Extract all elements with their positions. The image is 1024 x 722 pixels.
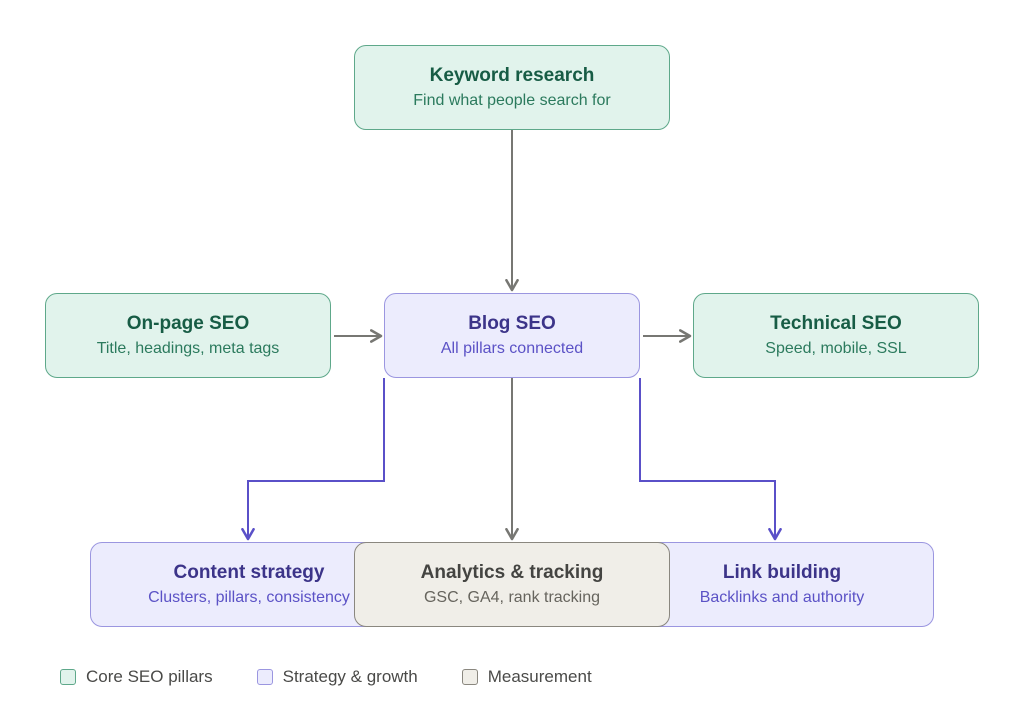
node-title: Analytics & tracking — [420, 561, 604, 583]
node-subtitle: Speed, mobile, SSL — [765, 339, 907, 357]
node-analytics-tracking: Analytics & tracking GSC, GA4, rank trac… — [354, 542, 670, 627]
node-on-page-seo: On-page SEO Title, headings, meta tags — [45, 293, 331, 378]
node-technical-seo: Technical SEO Speed, mobile, SSL — [693, 293, 979, 378]
node-title: Content strategy — [173, 561, 325, 583]
legend-item-strategy: Strategy & growth — [256, 667, 418, 687]
node-subtitle: Title, headings, meta tags — [96, 339, 280, 357]
node-subtitle: Find what people search for — [413, 91, 611, 109]
legend-swatch-measurement — [461, 669, 478, 685]
edge-blog-to-link — [639, 378, 782, 541]
node-title: Blog SEO — [468, 312, 556, 334]
legend: Core SEO pillars Strategy & growth Measu… — [60, 667, 636, 687]
legend-swatch-core — [60, 669, 76, 685]
legend-item-core: Core SEO pillars — [60, 667, 213, 687]
node-subtitle: Clusters, pillars, consistency — [148, 588, 350, 606]
legend-label: Core SEO pillars — [86, 667, 213, 686]
node-title: Link building — [722, 561, 842, 583]
edge-blog-to-content — [241, 378, 385, 541]
node-title: Technical SEO — [770, 312, 902, 334]
node-subtitle: Backlinks and authority — [699, 588, 865, 606]
legend-label: Strategy & growth — [282, 667, 418, 686]
node-title: On-page SEO — [126, 312, 250, 334]
node-subtitle: GSC, GA4, rank tracking — [423, 588, 601, 606]
legend-item-measurement: Measurement — [461, 667, 592, 687]
node-title: Keyword research — [429, 64, 595, 86]
legend-label: Measurement — [487, 667, 592, 686]
node-keyword-research: Keyword research Find what people search… — [354, 45, 670, 130]
legend-swatch-strategy — [256, 669, 273, 685]
node-subtitle: All pillars connected — [440, 339, 584, 357]
node-blog-seo: Blog SEO All pillars connected — [384, 293, 640, 378]
